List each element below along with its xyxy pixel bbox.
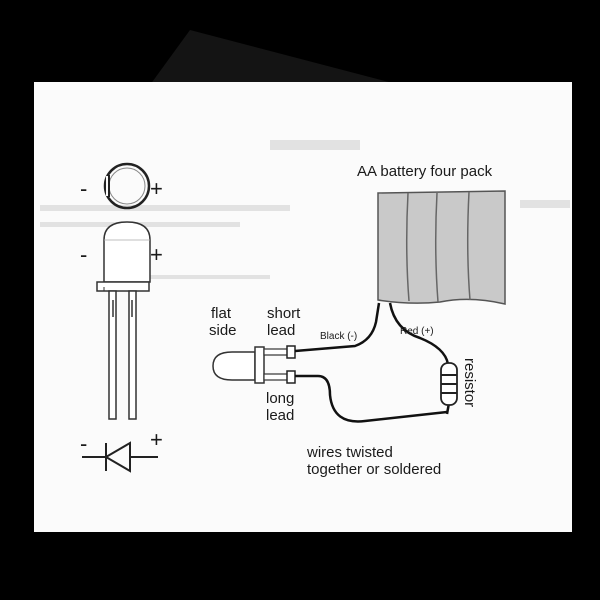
- twisted-label-2: together or soldered: [307, 461, 441, 478]
- led-rim: [96, 281, 150, 292]
- red-wire-label: Red (+): [400, 326, 434, 337]
- resistor-label: resistor: [461, 358, 478, 407]
- battery-pack: [377, 190, 506, 305]
- top-minus-label: -: [80, 176, 87, 201]
- short-label: short: [267, 305, 301, 322]
- flat-label: flat: [211, 305, 232, 322]
- background-shadow: [150, 30, 400, 85]
- short-lead-connector: [286, 345, 296, 359]
- side-minus-label: -: [80, 242, 87, 267]
- long-lead-label: lead: [266, 407, 294, 424]
- symbol-minus-label: -: [80, 431, 87, 456]
- resistor: [440, 362, 458, 406]
- led-schematic-symbol: [82, 441, 158, 473]
- black-wire-label: Black (-): [320, 331, 357, 342]
- wires: [294, 302, 451, 423]
- long-lead-connector: [286, 370, 296, 384]
- side-label: side: [209, 322, 237, 339]
- twisted-label-1: wires twisted: [306, 444, 393, 461]
- diagram-card: [34, 82, 572, 532]
- short-lead-label: lead: [267, 322, 295, 339]
- led-short-leg: [108, 290, 117, 420]
- led-top-view: [103, 162, 151, 210]
- return-wire: [295, 374, 448, 423]
- top-plus-label: +: [150, 176, 163, 201]
- red-wire: [388, 302, 450, 365]
- long-label: long: [266, 390, 294, 407]
- led-horizontal: [212, 345, 296, 384]
- battery-pack-label: AA battery four pack: [357, 163, 493, 180]
- led-top-outline: [103, 162, 151, 210]
- led-long-leg: [128, 290, 137, 420]
- led-dome: [103, 221, 151, 283]
- led-side-view: [96, 221, 151, 420]
- led-top-inner: [108, 167, 146, 205]
- side-plus-label: +: [150, 242, 163, 267]
- symbol-plus-label: +: [150, 427, 163, 452]
- black-wire: [294, 302, 381, 353]
